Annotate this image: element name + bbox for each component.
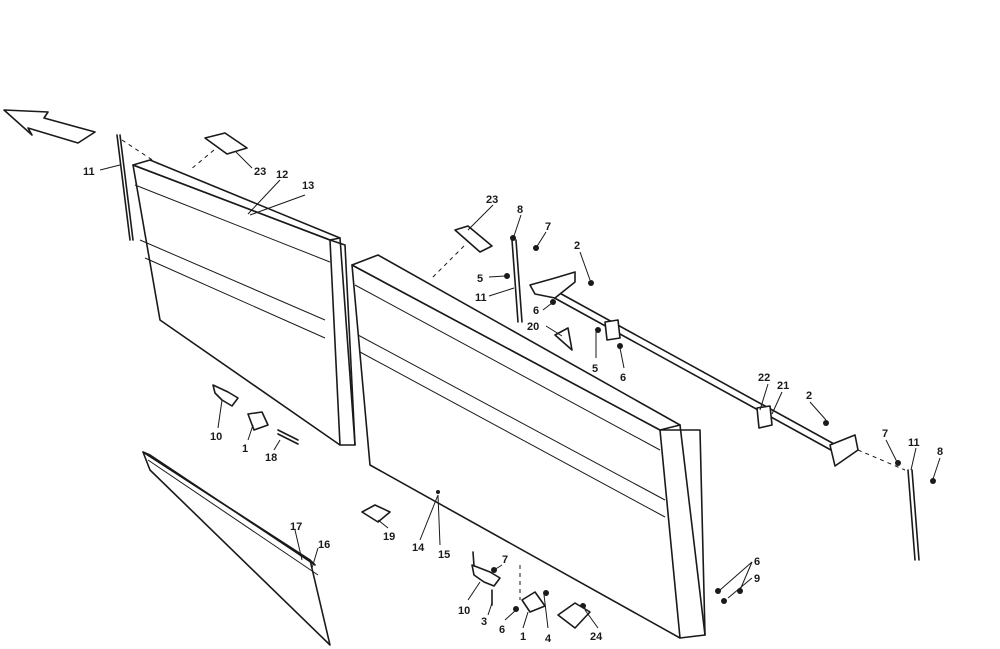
label-3: 3 — [481, 616, 487, 628]
label-23: 23 — [254, 166, 266, 178]
label-6: 6 — [620, 372, 626, 384]
label-19: 19 — [383, 531, 395, 543]
label-24: 24 — [590, 631, 603, 643]
label-7: 7 — [545, 221, 551, 233]
label-21: 21 — [777, 380, 789, 392]
label-11: 11 — [908, 437, 920, 449]
label-5: 5 — [592, 363, 598, 375]
part-19 — [361, 504, 391, 523]
label-18: 18 — [265, 452, 277, 464]
label-13: 13 — [302, 180, 314, 192]
lower-left-trim — [142, 451, 331, 646]
label-8: 8 — [517, 204, 523, 216]
label-5: 5 — [477, 273, 483, 285]
bracket-23-right — [431, 225, 493, 279]
label-20: 20 — [527, 321, 539, 333]
label-12: 12 — [276, 169, 288, 181]
label-6: 6 — [754, 556, 760, 568]
callout-labels: 11 23 12 13 10 1 18 17 16 19 14 15 23 8 … — [83, 166, 943, 645]
direction-arrow — [3, 109, 96, 144]
label-8: 8 — [937, 446, 943, 458]
label-4: 4 — [545, 633, 552, 645]
label-7: 7 — [882, 428, 888, 440]
label-16: 16 — [318, 539, 330, 551]
label-11: 11 — [83, 166, 95, 178]
fasteners — [436, 235, 936, 612]
label-10: 10 — [458, 605, 470, 617]
label-1: 1 — [520, 631, 526, 643]
label-6: 6 — [533, 305, 539, 317]
hinge-bar — [529, 271, 859, 467]
gas-strut-right — [857, 449, 920, 561]
left-side-panel — [132, 159, 356, 446]
label-2: 2 — [574, 240, 580, 252]
label-22: 22 — [758, 372, 770, 384]
part-20 — [554, 327, 573, 351]
bracket-23-left — [189, 132, 248, 171]
label-11: 11 — [475, 292, 487, 304]
label-9: 9 — [754, 573, 760, 585]
label-10: 10 — [210, 431, 222, 443]
label-15: 15 — [438, 549, 450, 561]
gas-strut-center — [511, 239, 523, 323]
label-17: 17 — [290, 521, 302, 533]
label-2: 2 — [806, 390, 812, 402]
label-1: 1 — [242, 443, 248, 455]
label-14: 14 — [412, 542, 425, 554]
leader-lines — [99, 151, 941, 629]
gas-strut-left — [116, 134, 161, 241]
label-7: 7 — [502, 554, 508, 566]
label-23: 23 — [486, 194, 498, 206]
main-center-panel — [351, 254, 706, 639]
label-6: 6 — [499, 624, 505, 636]
